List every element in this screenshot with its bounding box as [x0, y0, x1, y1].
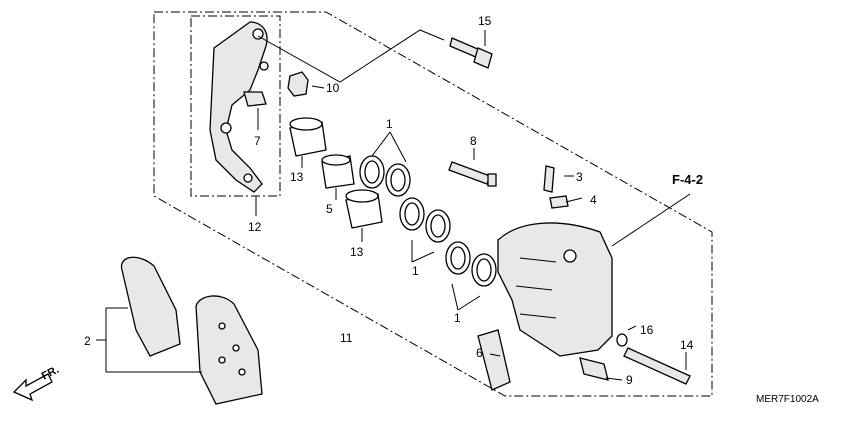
piston-5 [321, 154, 355, 189]
callout-10: 10 [326, 81, 340, 95]
callout-9: 9 [626, 373, 633, 387]
caliper-bracket [209, 21, 269, 193]
brake-pad-outer [120, 256, 181, 357]
washer-16 [616, 333, 628, 347]
callout-4: 4 [590, 193, 597, 207]
caliper-body [497, 222, 613, 357]
pad-retainer-clip [243, 91, 267, 107]
front-marker-label: FR. [40, 364, 61, 383]
piston-13-lower [345, 189, 383, 229]
assembly-boundary-outer [153, 11, 713, 397]
bleeder-screw [543, 165, 555, 193]
bracket-group-boundary [190, 15, 281, 197]
callout-7: 7 [254, 134, 261, 148]
callout-15: 15 [478, 14, 492, 28]
slide-pin-8 [448, 161, 497, 187]
plug-9 [579, 357, 609, 381]
callout-13-upper: 13 [290, 170, 304, 184]
callout-1-upper: 1 [386, 117, 393, 131]
seal-set-lower [445, 241, 497, 287]
pad-shim [477, 329, 511, 391]
piston-13-upper [289, 117, 327, 157]
callout-11: 11 [340, 331, 353, 345]
callout-12: 12 [248, 220, 262, 234]
callout-1-middle: 1 [412, 264, 419, 278]
bolt-15 [449, 37, 493, 69]
brake-pad-inner [195, 295, 263, 405]
leader-lines [96, 29, 691, 381]
callout-13-lower: 13 [350, 245, 364, 259]
pad-pin-14 [623, 347, 691, 385]
callout-2: 2 [84, 334, 91, 348]
seal-set-middle [399, 197, 451, 243]
front-direction-icon [12, 373, 53, 402]
drawing-code: MER7F1002A [756, 394, 819, 405]
boot [287, 71, 309, 97]
callout-16: 16 [640, 323, 654, 337]
callout-3: 3 [576, 170, 583, 184]
callout-14: 14 [680, 338, 694, 352]
bleeder-cap [549, 195, 569, 209]
seal-set-upper [359, 155, 411, 197]
callout-6: 6 [476, 346, 483, 360]
callout-5: 5 [326, 202, 333, 216]
callout-1-lower: 1 [454, 311, 461, 325]
callout-reference: F-4-2 [672, 172, 703, 187]
callout-8: 8 [470, 134, 477, 148]
